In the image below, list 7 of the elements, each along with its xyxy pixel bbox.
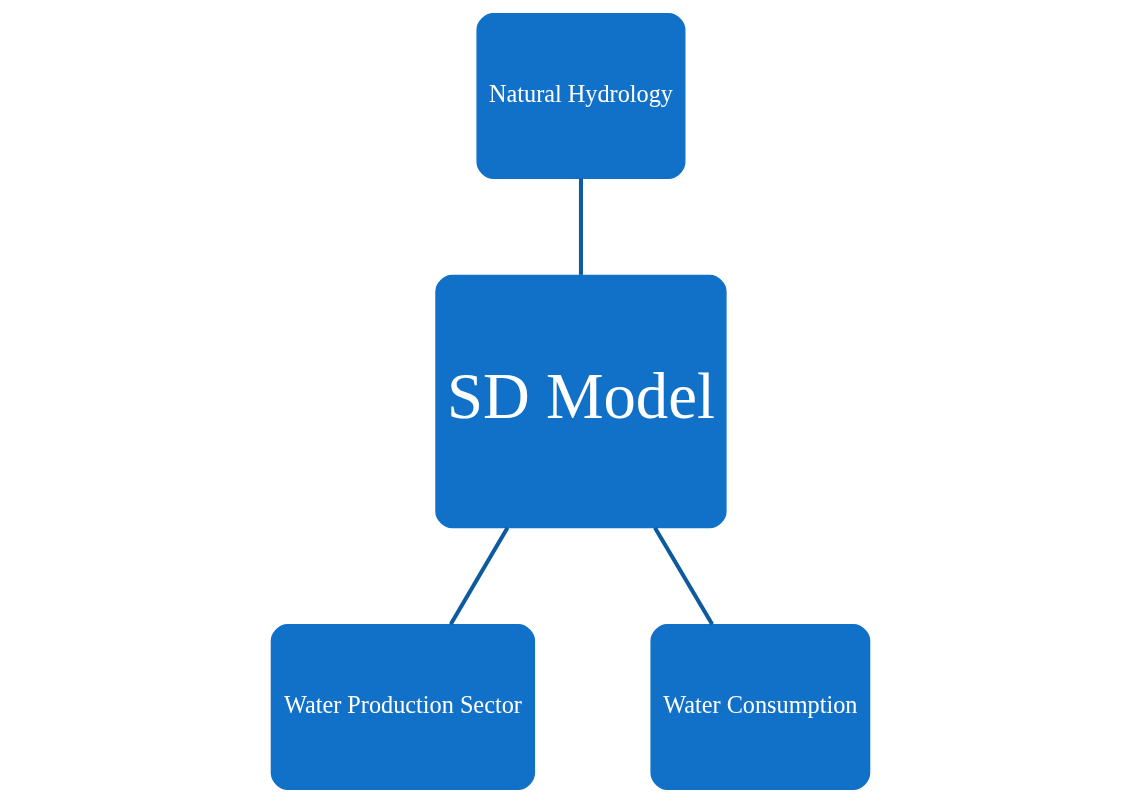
node-box: Water Consumption xyxy=(649,624,870,790)
node-box: SD Model xyxy=(434,274,727,529)
connector xyxy=(652,526,714,626)
node-box: Natural Hydrology xyxy=(475,13,685,179)
connector xyxy=(448,526,509,626)
node-box: Water Production Sector xyxy=(270,624,535,790)
connector xyxy=(578,178,583,275)
